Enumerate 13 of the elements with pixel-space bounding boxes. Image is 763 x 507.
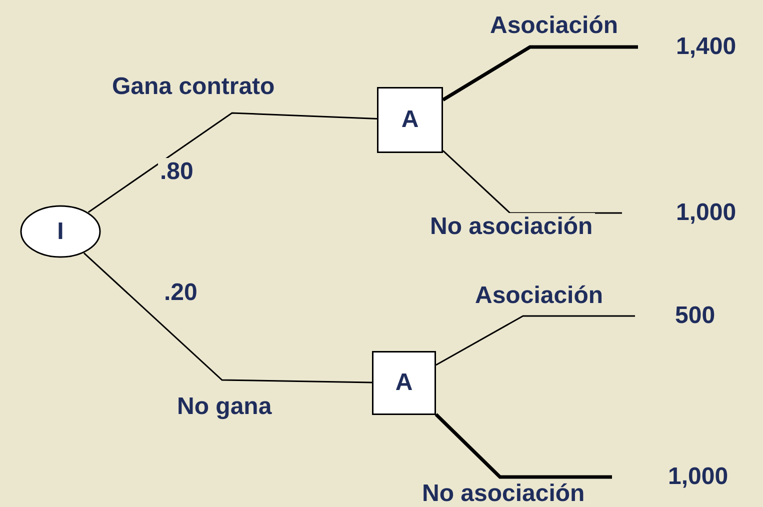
- node-label: A: [401, 106, 419, 134]
- payoff-value: 500: [675, 302, 716, 330]
- node-label: A: [395, 369, 413, 397]
- branch-line: [442, 45, 638, 102]
- branch-line: [434, 413, 612, 479]
- branch-line: [442, 150, 622, 214]
- branch-line: [83, 252, 372, 384]
- payoff-value: 1,400: [676, 33, 736, 61]
- node-label: I: [57, 218, 64, 246]
- branch-line: [436, 315, 635, 366]
- payoff-value: 1,000: [676, 199, 736, 227]
- payoff-value: 1,000: [668, 463, 728, 491]
- branch-line: [88, 112, 378, 213]
